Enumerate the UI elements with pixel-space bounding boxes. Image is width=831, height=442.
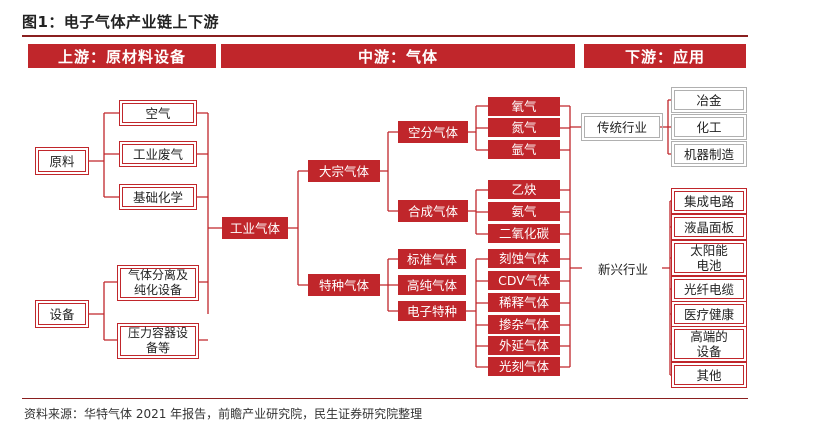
connector-bulk	[380, 131, 398, 212]
node-cdv-gas: CDV气体	[488, 271, 560, 290]
node-metallurgy: 冶金	[671, 87, 747, 113]
title-rule	[22, 35, 748, 37]
node-air: 空气	[119, 100, 197, 126]
connector-synth	[468, 189, 488, 235]
node-separation-equipment: 气体分离及纯化设备	[117, 265, 199, 301]
node-bulk-gas: 大宗气体	[308, 160, 380, 182]
node-dilution-gas: 稀释气体	[488, 293, 560, 312]
connector-emerging	[662, 200, 672, 376]
node-integrated-circuits: 集成电路	[671, 188, 747, 214]
connector-to-downstream	[560, 105, 571, 368]
header-midstream: 中游：气体	[221, 44, 575, 68]
node-air-separation-gas: 空分气体	[398, 121, 468, 143]
connector-to-industries	[570, 126, 582, 269]
node-pressure-vessel-equipment: 压力容器设备等	[117, 323, 199, 359]
node-industrial-waste-gas: 工业废气	[119, 141, 197, 167]
connector-air-sep	[468, 105, 488, 151]
node-nitrogen: 氮气	[488, 118, 560, 137]
connector-raw-to-root	[196, 112, 209, 314]
node-ammonia: 氨气	[488, 202, 560, 221]
node-basic-chemicals: 基础化学	[119, 184, 197, 210]
node-high-purity-gas: 高纯气体	[398, 275, 466, 295]
connector-special	[380, 258, 398, 312]
node-acetylene: 乙炔	[488, 180, 560, 199]
node-photolithography-gas: 光刻气体	[488, 357, 560, 376]
node-machinery: 机器制造	[671, 141, 747, 167]
node-emerging-industry: 新兴行业	[584, 258, 662, 280]
node-oxygen: 氧气	[488, 97, 560, 116]
node-solar-cells: 太阳能电池	[671, 240, 747, 276]
node-electronic-special-gas: 电子特种	[398, 301, 466, 321]
node-high-end-equipment: 高端的设备	[671, 326, 747, 362]
node-epitaxy-gas: 外延气体	[488, 336, 560, 355]
node-fiber-cables: 光纤电缆	[671, 276, 747, 302]
figure-title: 图1：电子气体产业链上下游	[22, 13, 219, 31]
node-doping-gas: 掺杂气体	[488, 315, 560, 334]
node-etching-gas: 刻蚀气体	[488, 249, 560, 268]
connector-root	[288, 170, 308, 286]
header-downstream: 下游：应用	[584, 44, 746, 68]
node-chemical-industry: 化工	[671, 114, 747, 140]
node-lcd-panels: 液晶面板	[671, 214, 747, 240]
node-industrial-gas: 工业气体	[222, 217, 288, 239]
connector-equipment	[88, 281, 118, 341]
node-raw: 原料	[35, 147, 89, 175]
node-equipment: 设备	[35, 300, 89, 328]
node-synthesis-gas: 合成气体	[398, 200, 468, 222]
source-note: 资料来源：华特气体 2021 年报告，前瞻产业研究院，民生证券研究院整理	[24, 407, 423, 421]
node-medical-health: 医疗健康	[671, 301, 747, 327]
connector-equipment-to-root	[198, 227, 222, 341]
header-upstream: 上游：原材料设备	[28, 44, 216, 68]
connector-traditional	[658, 99, 672, 155]
connector-raw	[88, 112, 120, 198]
node-carbon-dioxide: 二氧化碳	[488, 224, 560, 243]
node-argon: 氩气	[488, 140, 560, 159]
connector-electronic	[466, 258, 488, 368]
node-traditional-industry: 传统行业	[581, 113, 663, 141]
node-special-gas: 特种气体	[308, 274, 380, 296]
footer-rule	[22, 398, 748, 399]
node-others: 其他	[671, 362, 747, 388]
node-standard-gas: 标准气体	[398, 249, 466, 269]
